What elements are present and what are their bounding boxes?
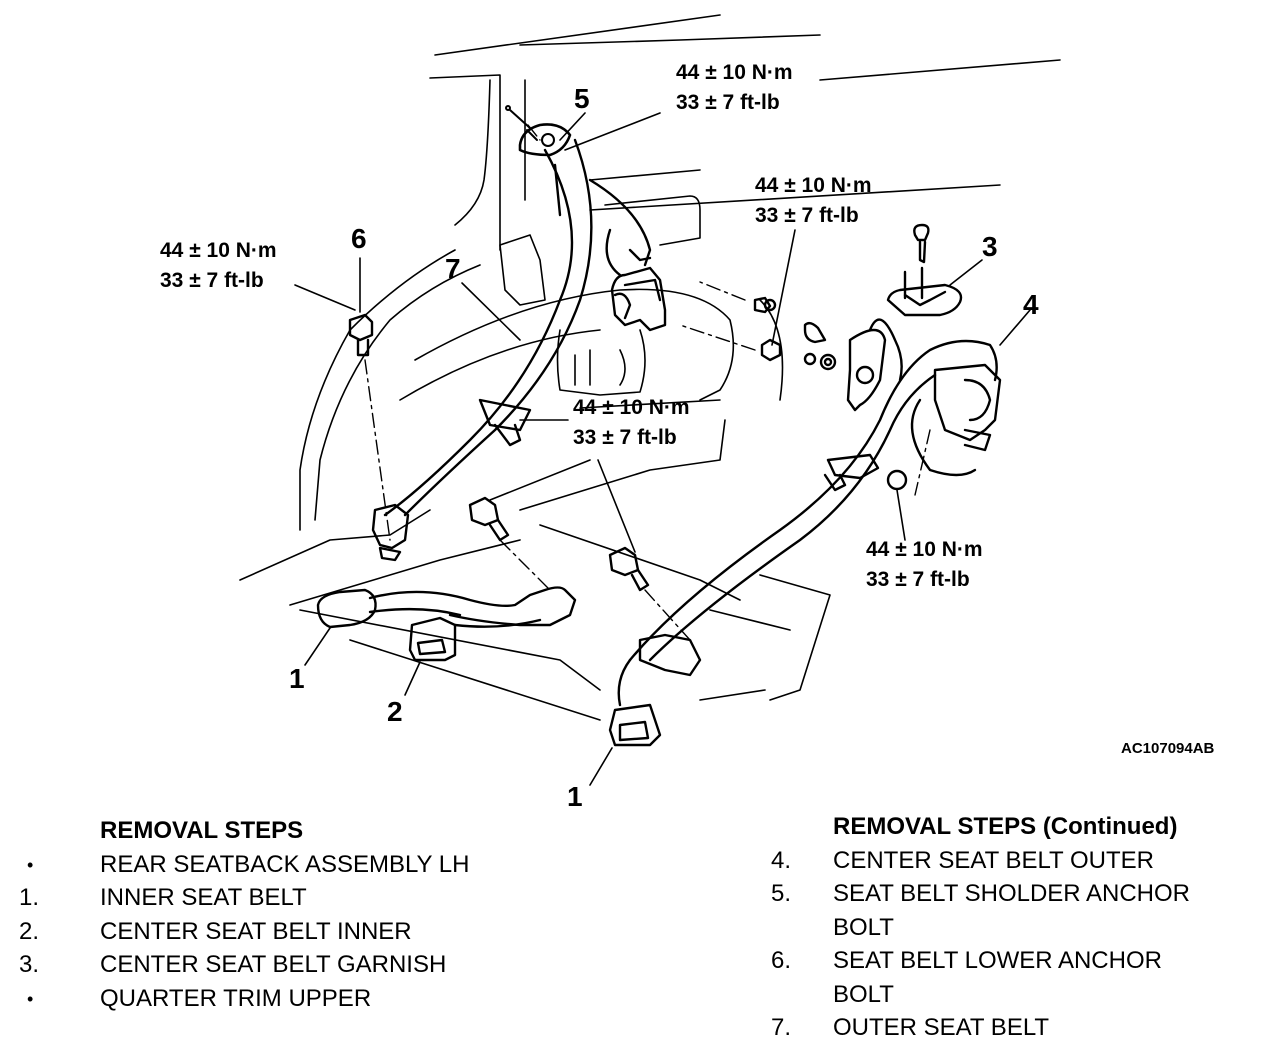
removal-steps-list: REMOVAL STEPS • REAR SEATBACK ASSEMBLY L…	[19, 814, 579, 1015]
removal-step: 3. CENTER SEAT BELT GARNISH	[19, 948, 579, 982]
vehicle-body-outline	[239, 14, 1061, 721]
shoulder-anchor-bolt	[505, 105, 572, 157]
step-label: CENTER SEAT BELT INNER	[100, 917, 412, 945]
step-label: QUARTER TRIM UPPER	[100, 984, 372, 1012]
step-label-continuation: BOLT	[833, 980, 894, 1008]
removal-step: 6. SEAT BELT LOWER ANCHOR	[752, 944, 1272, 978]
step-label: SEAT BELT LOWER ANCHOR	[833, 947, 1162, 974]
step-number: 7.	[771, 1014, 792, 1041]
torque-ftlb: 33 ± 7 ft-lb	[573, 426, 677, 449]
part-number-1-right: 1	[567, 781, 583, 812]
part-number-6: 6	[351, 223, 367, 254]
part-number-3: 3	[982, 231, 998, 262]
step-label: OUTER SEAT BELT	[833, 1014, 1050, 1041]
torque-ftlb: 33 ± 7 ft-lb	[676, 91, 780, 114]
inner-seat-belt-assembly	[316, 586, 577, 662]
part-number-4: 4	[1023, 289, 1039, 320]
torque-nm: 44 ± 10 N·m	[160, 239, 277, 262]
torque-callout-center-outer: 44 ± 10 N·m 33 ± 7 ft-lb	[866, 535, 983, 595]
removal-step: 2. CENTER SEAT BELT INNER	[19, 915, 579, 949]
step-label: CENTER SEAT BELT OUTER	[833, 846, 1154, 874]
torque-nm: 44 ± 10 N·m	[866, 538, 983, 561]
center-belt-outer	[608, 318, 1002, 747]
part-number-1-left: 1	[289, 663, 305, 694]
removal-step: • QUARTER TRIM UPPER	[19, 982, 579, 1016]
removal-step: • REAR SEATBACK ASSEMBLY LH	[19, 848, 579, 882]
torque-ftlb: 33 ± 7 ft-lb	[755, 204, 859, 227]
removal-step-continuation: BOLT	[752, 911, 1272, 945]
leader-lines	[294, 112, 1031, 786]
removal-steps-continued-list: REMOVAL STEPS (Continued) 4. CENTER SEAT…	[752, 810, 1272, 1045]
installation-lines	[364, 124, 931, 641]
removal-steps-heading: REMOVAL STEPS	[100, 817, 304, 844]
outer-belt-retractor	[610, 248, 667, 332]
part-number-2: 2	[387, 696, 403, 727]
step-number: 1.	[19, 884, 40, 911]
removal-steps-continued-heading: REMOVAL STEPS (Continued)	[833, 813, 1178, 840]
torque-ftlb: 33 ± 7 ft-lb	[866, 568, 970, 591]
step-number: 4.	[771, 846, 792, 874]
step-label: SEAT BELT SHOLDER ANCHOR	[833, 880, 1190, 907]
torque-callout-retractor: 44 ± 10 N·m 33 ± 7 ft-lb	[755, 171, 872, 231]
step-number: 3.	[19, 951, 40, 978]
step-label-continuation: BOLT	[833, 913, 894, 941]
retractor-bolts	[753, 296, 837, 371]
step-number: 6.	[771, 947, 792, 974]
part-number-7: 7	[445, 253, 461, 284]
step-label: REAR SEATBACK ASSEMBLY LH	[100, 850, 470, 878]
seat-belt-exploded-diagram	[239, 14, 1061, 786]
bullet-marker: •	[27, 854, 34, 875]
torque-nm: 44 ± 10 N·m	[755, 174, 872, 197]
step-label: CENTER SEAT BELT GARNISH	[100, 951, 447, 978]
removal-step: 4. CENTER SEAT BELT OUTER	[752, 844, 1272, 878]
bullet-marker: •	[27, 988, 34, 1009]
removal-step: 1. INNER SEAT BELT	[19, 881, 579, 915]
removal-step-continuation: BOLT	[752, 978, 1272, 1012]
torque-ftlb: 33 ± 7 ft-lb	[160, 269, 264, 292]
torque-callout-shoulder-anchor: 44 ± 10 N·m 33 ± 7 ft-lb	[676, 58, 793, 118]
step-label: INNER SEAT BELT	[100, 884, 307, 911]
step-number: 2.	[19, 917, 40, 945]
removal-step: 5. SEAT BELT SHOLDER ANCHOR	[752, 877, 1272, 911]
torque-nm: 44 ± 10 N·m	[676, 61, 793, 84]
removal-step: 7. OUTER SEAT BELT	[752, 1011, 1272, 1045]
torque-callout-center-lower: 44 ± 10 N·m 33 ± 7 ft-lb	[573, 393, 690, 453]
part-number-5: 5	[574, 83, 590, 114]
lower-anchor-bolts	[348, 313, 650, 592]
torque-nm: 44 ± 10 N·m	[573, 396, 690, 419]
outer-seat-belt	[383, 138, 652, 517]
center-belt-garnish	[886, 223, 963, 317]
step-number: 5.	[771, 880, 792, 907]
figure-id: AC107094AB	[1121, 740, 1215, 757]
torque-callout-lower-anchor-6: 44 ± 10 N·m 33 ± 7 ft-lb	[160, 236, 277, 296]
